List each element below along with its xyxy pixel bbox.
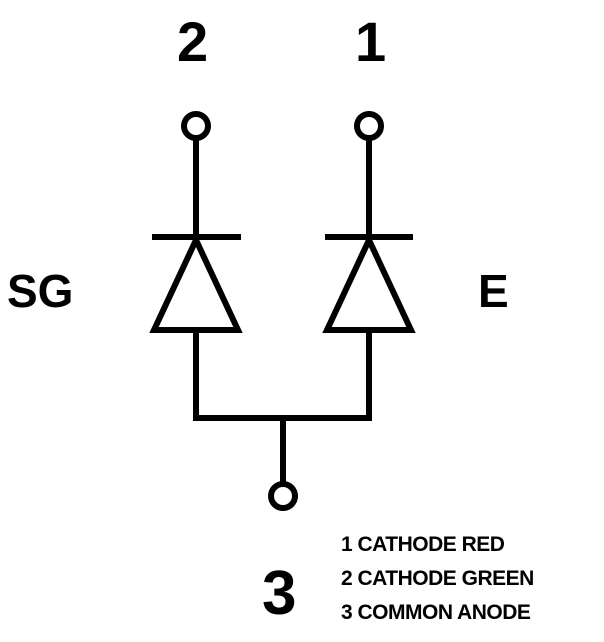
diode-left-triangle-icon	[149, 232, 243, 333]
pin2-label: 2	[177, 10, 209, 73]
pin3-label: 3	[262, 559, 297, 628]
legend-item-3: 3 COMMON ANODE	[341, 601, 531, 624]
legend-item-2: 2 CATHODE GREEN	[341, 567, 534, 590]
diode-right-label: E	[478, 265, 509, 317]
pin1-label: 1	[355, 10, 387, 73]
pin3-terminal-icon	[268, 481, 298, 511]
diode-left-label: SG	[7, 265, 74, 317]
pin2-terminal-icon	[181, 111, 211, 141]
legend-item-1: 1 CATHODE RED	[341, 533, 505, 556]
pin1-terminal-icon	[354, 111, 384, 141]
diode-right-triangle-icon	[322, 232, 416, 333]
